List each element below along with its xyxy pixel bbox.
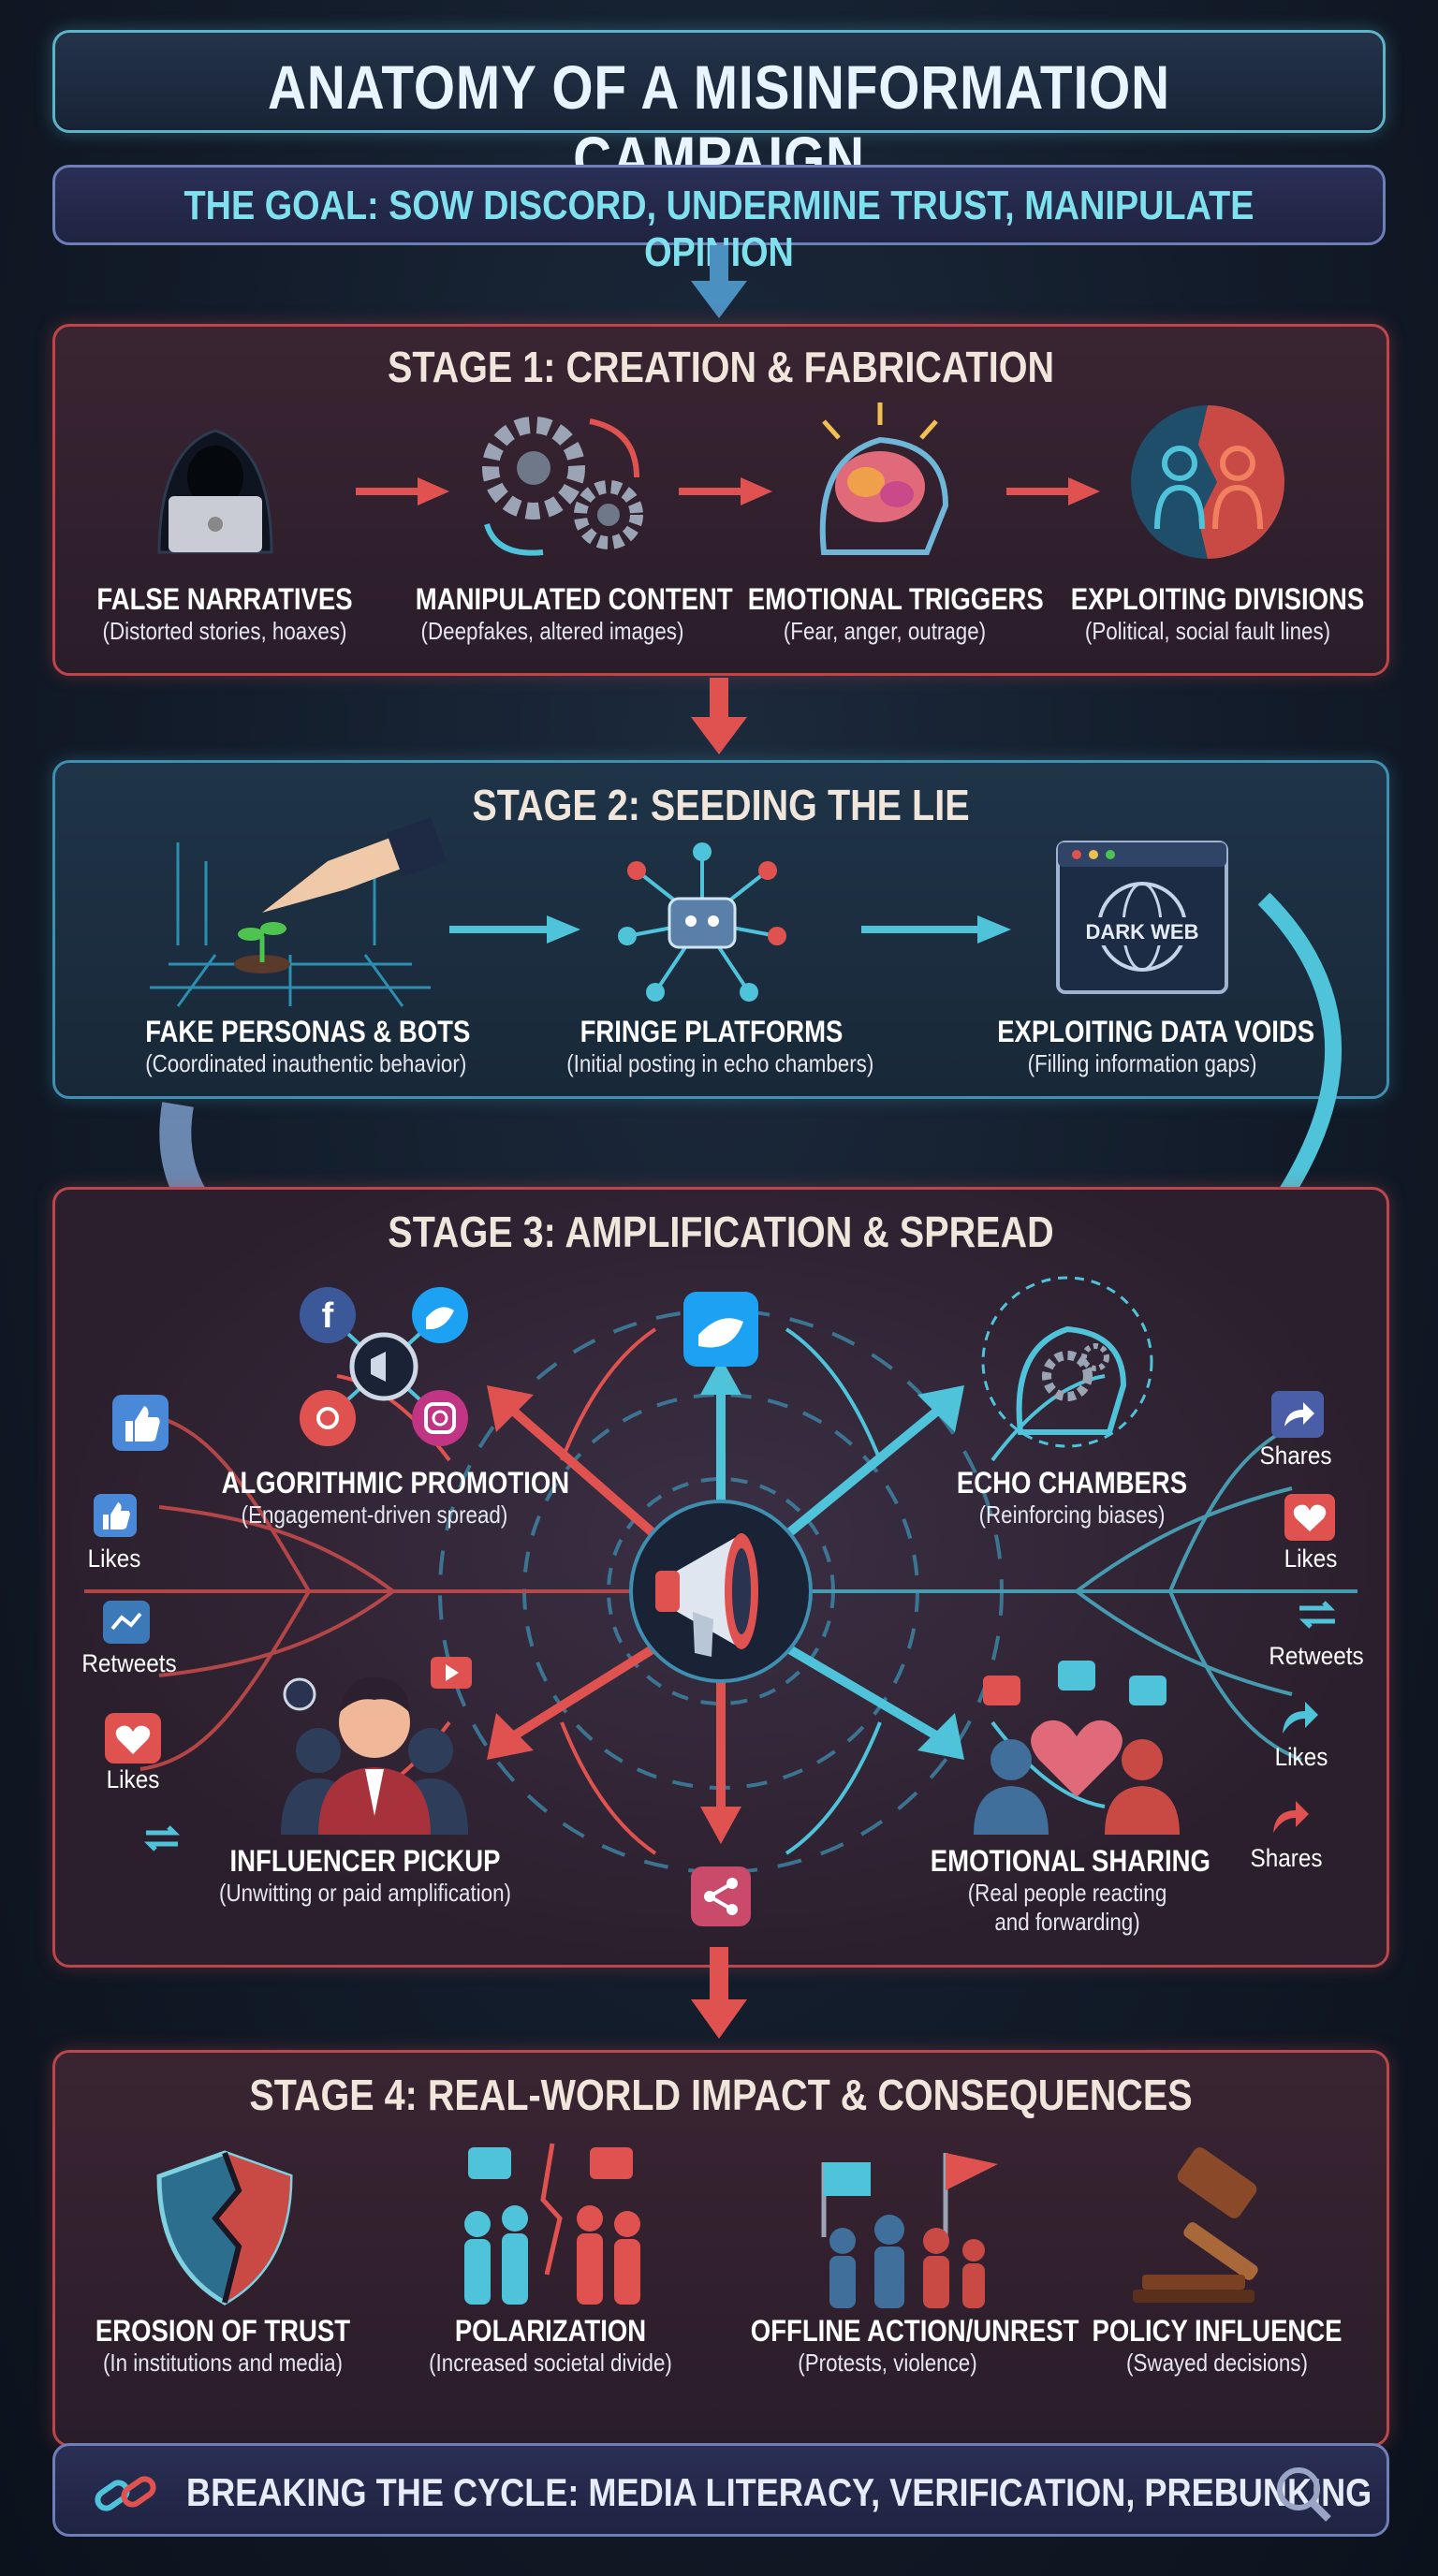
social-label-likes: Likes bbox=[87, 1544, 141, 1573]
social-label-shares: Shares bbox=[1259, 1442, 1332, 1470]
thumbs-up-icon bbox=[94, 1494, 137, 1537]
broken-link-icon bbox=[95, 2476, 156, 2511]
hooded-hacker-icon bbox=[157, 429, 273, 554]
stage1-item-false-narratives: FALSE NARRATIVES (Distorted stories, hoa… bbox=[96, 582, 353, 645]
echo-head-icon bbox=[981, 1276, 1153, 1448]
stage4-item-policy-influence: POLICY INFLUENCE (Swayed decisions) bbox=[1092, 2314, 1343, 2377]
stage2-item-fringe-platforms: FRINGE PLATFORMS (Initial posting in ech… bbox=[566, 1015, 874, 1077]
social-label-likes: Likes bbox=[106, 1765, 160, 1793]
social-label-retweets: Retweets bbox=[81, 1649, 177, 1677]
brain-icon bbox=[819, 402, 949, 555]
algorithmic-hub-icon: f bbox=[300, 1287, 468, 1446]
right-arrow-icon bbox=[449, 915, 580, 944]
stage1-item-exploiting-divisions: EXPLOITING DIVISIONS (Political, social … bbox=[1070, 582, 1365, 645]
stage-3-title: STAGE 3: AMPLIFICATION & SPREAD bbox=[388, 1208, 1054, 1256]
stage-1-panel: STAGE 1: CREATION & FABRICATION bbox=[52, 324, 1389, 676]
emotional-sharing-icon bbox=[974, 1661, 1180, 1835]
share-node-icon bbox=[691, 1866, 751, 1926]
heart-icon bbox=[1284, 1494, 1335, 1541]
share-arrow-icon bbox=[1273, 1801, 1309, 1833]
cycle-text: BREAKING THE CYCLE: MEDIA LITERACY, VERI… bbox=[186, 2470, 1372, 2514]
stage-1-title: STAGE 1: CREATION & FABRICATION bbox=[387, 343, 1055, 391]
social-label-likes: Likes bbox=[1274, 1743, 1328, 1771]
stage2-item-data-voids: EXPLOITING DATA VOIDS (Filling informati… bbox=[997, 1015, 1315, 1077]
repost-icon bbox=[1299, 1601, 1336, 1629]
gavel-icon bbox=[1133, 2147, 1258, 2303]
repost-icon bbox=[143, 1825, 181, 1852]
stage4-item-polarization: POLARIZATION (Increased societal divide) bbox=[429, 2314, 672, 2377]
stage1-item-manipulated-content: MANIPULATED CONTENT (Deepfakes, altered … bbox=[415, 582, 733, 645]
stage-2-title: STAGE 2: SEEDING THE LIE bbox=[472, 781, 970, 829]
stage2-item-fake-personas: FAKE PERSONAS & BOTS (Coordinated inauth… bbox=[145, 1015, 471, 1077]
stage-4-title: STAGE 4: REAL-WORLD IMPACT & CONSEQUENCE… bbox=[249, 2071, 1193, 2119]
bot-network-icon bbox=[618, 842, 786, 1002]
thumbs-up-icon bbox=[112, 1395, 169, 1451]
protest-icon bbox=[821, 2153, 998, 2308]
megaphone-icon bbox=[629, 1500, 813, 1683]
down-arrow-icon bbox=[691, 245, 747, 318]
right-arrow-icon bbox=[1006, 477, 1100, 505]
share-arrow-icon bbox=[1283, 1702, 1318, 1734]
down-arrow-icon bbox=[691, 678, 747, 754]
stage4-item-offline-action: OFFLINE ACTION/UNREST (Protests, violenc… bbox=[750, 2314, 1079, 2377]
social-label-retweets: Retweets bbox=[1269, 1642, 1364, 1670]
stage4-item-erosion-of-trust: EROSION OF TRUST (In institutions and me… bbox=[95, 2314, 351, 2377]
right-arrow-icon bbox=[356, 477, 449, 505]
heart-icon bbox=[105, 1713, 161, 1764]
planting-hand-icon bbox=[150, 816, 448, 1007]
stage3-item-influencer-pickup: INFLUENCER PICKUP (Unwitting or paid amp… bbox=[219, 1844, 511, 1907]
broken-shield-icon bbox=[156, 2150, 293, 2305]
social-label-likes: Likes bbox=[1284, 1544, 1338, 1573]
goal-banner: THE GOAL: SOW DISCORD, UNDERMINE TRUST, … bbox=[52, 165, 1386, 275]
influencer-avatar-icon bbox=[281, 1657, 472, 1835]
divided-crowd-icon bbox=[464, 2143, 640, 2305]
cycle-banner: BREAKING THE CYCLE: MEDIA LITERACY, VERI… bbox=[52, 2443, 1389, 2537]
dark-web-browser-icon: DARK WEB bbox=[1056, 841, 1228, 994]
social-label-shares: Shares bbox=[1250, 1844, 1323, 1872]
share-arrow-icon bbox=[1271, 1391, 1324, 1438]
dark-web-label: DARK WEB bbox=[1086, 920, 1199, 944]
down-arrow-icon bbox=[691, 1947, 747, 2039]
goal-text: THE GOAL: SOW DISCORD, UNDERMINE TRUST, … bbox=[183, 183, 1255, 275]
twitter-icon bbox=[683, 1292, 758, 1367]
retweet-icon bbox=[103, 1601, 150, 1644]
right-arrow-icon bbox=[861, 915, 1011, 944]
stage3-item-emotional-sharing: EMOTIONAL SHARING (Real people reacting … bbox=[930, 1844, 1211, 1936]
magnifier-icon bbox=[1277, 2467, 1331, 2522]
svg-text:f: f bbox=[322, 1296, 334, 1336]
stage3-item-echo-chambers: ECHO CHAMBERS (Reinforcing biases) bbox=[956, 1466, 1188, 1529]
stage3-item-algorithmic-promotion: ALGORITHMIC PROMOTION (Engagement-driven… bbox=[221, 1466, 570, 1529]
stage1-item-emotional-triggers: EMOTIONAL TRIGGERS (Fear, anger, outrage… bbox=[747, 582, 1044, 645]
gears-icon bbox=[482, 417, 643, 556]
right-arrow-icon bbox=[679, 477, 772, 505]
divided-people-icon bbox=[1131, 405, 1284, 559]
